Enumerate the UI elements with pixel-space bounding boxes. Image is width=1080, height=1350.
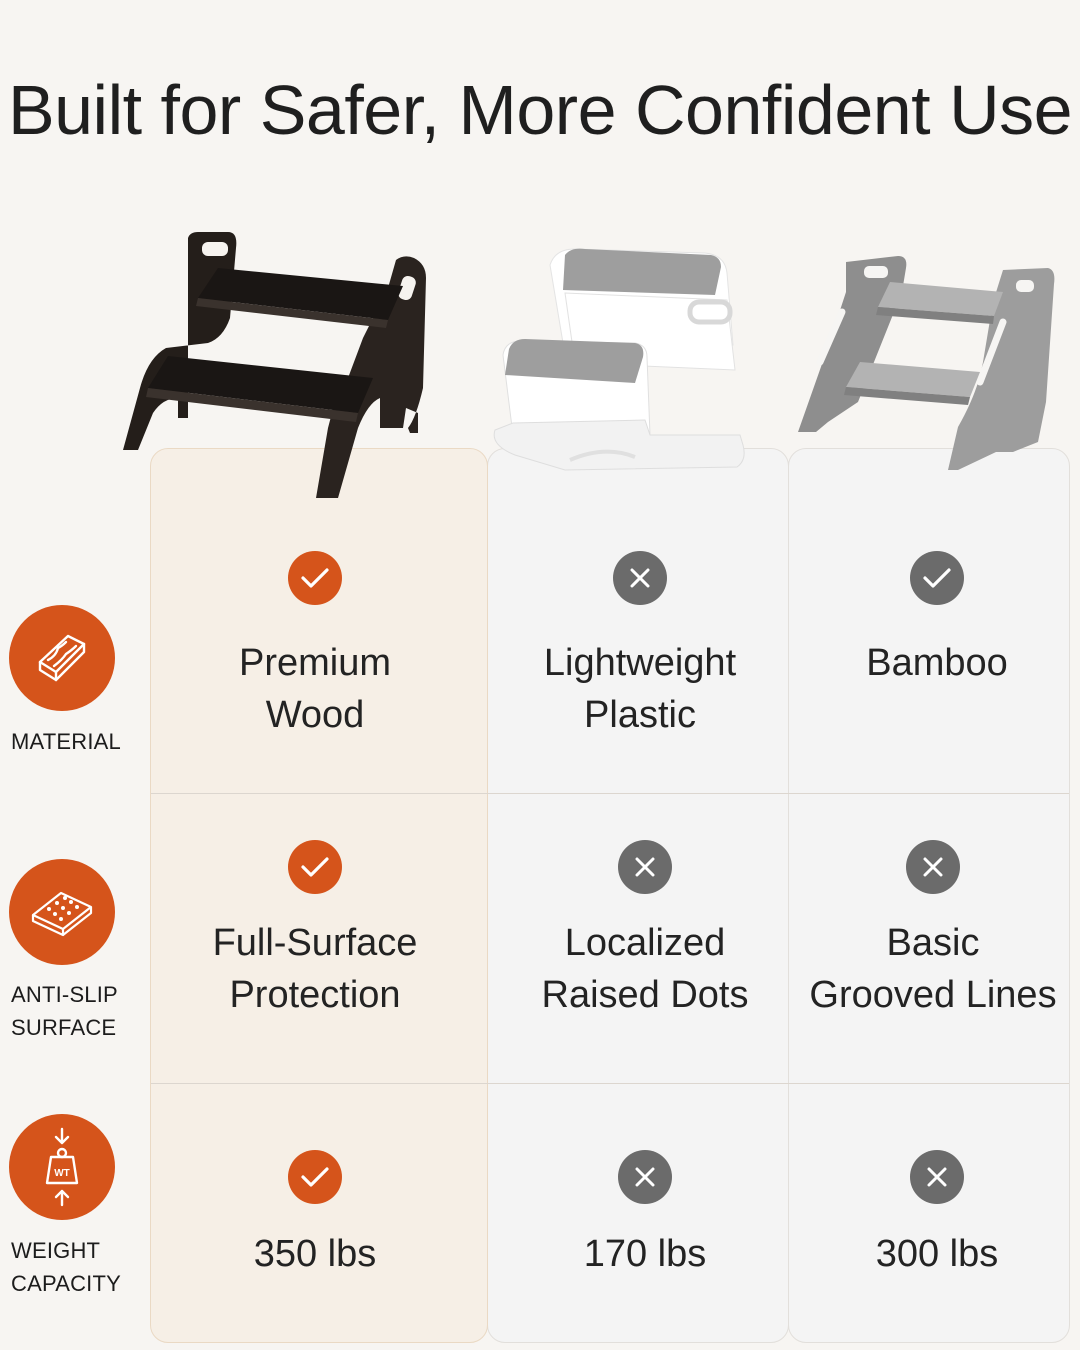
wood-plank-icon bbox=[9, 605, 115, 711]
cell-weight-bamboo: 300 lbs bbox=[788, 1150, 1080, 1280]
cell-material-wood: Premium Wood bbox=[150, 551, 480, 741]
cell-material-plastic: Lightweight Plastic bbox=[490, 551, 790, 741]
white-plastic-step-stool bbox=[493, 248, 745, 471]
page-title: Built for Safer, More Confident Use bbox=[7, 71, 1073, 149]
check-icon bbox=[288, 840, 342, 894]
cell-weight-plastic: 170 lbs bbox=[490, 1150, 800, 1280]
gray-bamboo-step-stool bbox=[798, 256, 1055, 470]
cross-icon bbox=[618, 840, 672, 894]
row-divider bbox=[151, 1083, 1069, 1084]
cell-text: Full-Surface Protection bbox=[212, 922, 418, 1016]
cell-text: 170 lbs bbox=[583, 1233, 707, 1275]
cell-anti-slip-plastic: Localized Raised Dots bbox=[490, 840, 800, 1021]
check-icon bbox=[288, 551, 342, 605]
row-divider bbox=[151, 793, 1069, 794]
row-label-material: MATERIAL bbox=[11, 729, 121, 754]
cell-text: 300 lbs bbox=[875, 1233, 999, 1275]
grip-surface-icon bbox=[9, 859, 115, 965]
cell-text: Premium Wood bbox=[238, 642, 392, 736]
row-label-weight-capacity: WEIGHT CAPACITY bbox=[11, 1238, 121, 1296]
cell-text: Basic Grooved Lines bbox=[809, 922, 1057, 1016]
cell-text: 350 lbs bbox=[253, 1233, 377, 1275]
cell-weight-wood: 350 lbs bbox=[150, 1150, 480, 1280]
cell-text: Bamboo bbox=[866, 642, 1008, 684]
dark-wood-step-stool bbox=[123, 232, 426, 498]
cell-text: Localized Raised Dots bbox=[541, 922, 749, 1016]
cross-icon bbox=[906, 840, 960, 894]
check-icon bbox=[910, 551, 964, 605]
weight-icon: WT bbox=[9, 1114, 115, 1220]
check-icon bbox=[288, 1150, 342, 1204]
cell-text: Lightweight Plastic bbox=[543, 642, 737, 736]
cross-icon bbox=[613, 551, 667, 605]
cross-icon bbox=[910, 1150, 964, 1204]
cross-icon bbox=[618, 1150, 672, 1204]
weight-icon-text: WT bbox=[54, 1168, 70, 1179]
cell-anti-slip-wood: Full-Surface Protection bbox=[150, 840, 480, 1021]
cell-material-bamboo: Bamboo bbox=[788, 551, 1080, 689]
row-label-anti-slip: ANTI-SLIP SURFACE bbox=[11, 982, 118, 1040]
cell-anti-slip-bamboo: Basic Grooved Lines bbox=[788, 840, 1078, 1021]
